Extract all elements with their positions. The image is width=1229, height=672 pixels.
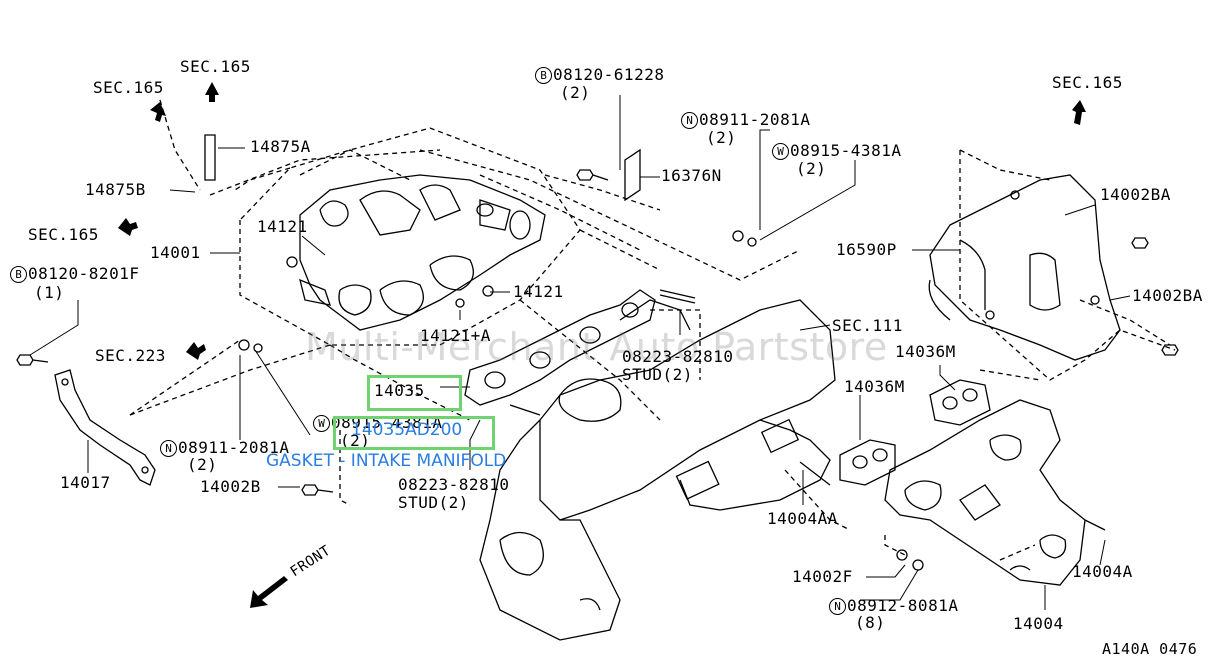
fastener-b2-code: 08120-61228 bbox=[553, 65, 665, 84]
stud-1-label: STUD(2) bbox=[622, 365, 693, 384]
fastener-b1-qty: (1) bbox=[34, 283, 65, 302]
sec-223-label[interactable]: SEC.223 bbox=[95, 346, 166, 365]
highlight-box-14035[interactable] bbox=[367, 375, 462, 411]
part-14004A-label[interactable]: 14004A bbox=[1072, 562, 1133, 581]
highlight-box-part-number[interactable] bbox=[333, 416, 495, 450]
bracket-14017-shape bbox=[54, 369, 156, 486]
highlighted-part-number[interactable]: 14035AD200 bbox=[351, 420, 463, 440]
section-arrows bbox=[118, 82, 1086, 608]
heat-shield-shape bbox=[928, 174, 1121, 361]
part-14036M-label-b[interactable]: 14036M bbox=[844, 377, 905, 396]
fastener-n1-qty: (2) bbox=[706, 128, 737, 147]
sec-165-label-top[interactable]: SEC.165 bbox=[180, 57, 251, 76]
bolt-b-badge: B bbox=[535, 67, 552, 84]
part-14017-label[interactable]: 14017 bbox=[60, 473, 111, 492]
part-14001-label[interactable]: 14001 bbox=[150, 243, 201, 262]
washer-w-badge: W bbox=[772, 143, 789, 160]
exhaust-manifold-shape bbox=[884, 399, 1086, 586]
fastener-b2-qty: (2) bbox=[560, 83, 591, 102]
nut-n-badge: N bbox=[160, 440, 177, 457]
highlighted-part-description: GASKET - INTAKE MANIFOLD bbox=[266, 451, 507, 471]
part-14875B-label[interactable]: 14875B bbox=[85, 180, 146, 199]
intake-manifold-outline bbox=[239, 127, 581, 346]
sec-165-label-right[interactable]: SEC.165 bbox=[1052, 73, 1123, 92]
stud-2-label: STUD(2) bbox=[398, 493, 469, 512]
sec-165-label-left[interactable]: SEC.165 bbox=[93, 78, 164, 97]
assembly-dashed-lines bbox=[129, 99, 1176, 561]
part-14121-label-b[interactable]: 14121 bbox=[513, 282, 564, 301]
part-14875A-label[interactable]: 14875A bbox=[250, 137, 311, 156]
watermark-text: Multi-Merchant Auto Partstore bbox=[305, 325, 888, 369]
fastener-w2-qty: (2) bbox=[340, 431, 371, 450]
gasket-14035-shape bbox=[464, 289, 656, 406]
fastener-shapes bbox=[16, 134, 1179, 571]
fastener-n2-qty: (2) bbox=[187, 455, 218, 474]
fastener-n2-code: 08911-2081A bbox=[178, 438, 290, 457]
washer-w-badge: W bbox=[313, 415, 330, 432]
leader-lines bbox=[29, 95, 1131, 610]
part-16590P-label[interactable]: 16590P bbox=[836, 240, 897, 259]
part-14004-label[interactable]: 14004 bbox=[1013, 614, 1064, 633]
part-14004AA-label[interactable]: 14004AA bbox=[767, 509, 838, 528]
nut-n-badge: N bbox=[829, 598, 846, 615]
part-14121-label-a[interactable]: 14121 bbox=[257, 217, 308, 236]
nut-n-badge: N bbox=[681, 112, 698, 129]
part-14002BA-label-a[interactable]: 14002BA bbox=[1100, 185, 1171, 204]
part-14002F-label[interactable]: 14002F bbox=[792, 567, 853, 586]
sec-165-label-lower[interactable]: SEC.165 bbox=[28, 225, 99, 244]
part-14002B-label[interactable]: 14002B bbox=[200, 477, 261, 496]
stud-2-code[interactable]: 08223-82810 bbox=[398, 475, 510, 494]
part-16376N-label[interactable]: 16376N bbox=[661, 166, 722, 185]
stud-1-code[interactable]: 08223-82810 bbox=[622, 347, 734, 366]
part-14121A-label[interactable]: 14121+A bbox=[420, 326, 491, 345]
fastener-n3-qty: (8) bbox=[855, 613, 886, 632]
intake-manifold-shape bbox=[286, 174, 546, 331]
part-14035-label[interactable]: 14035 bbox=[374, 381, 425, 400]
fastener-n1-code: 08911-2081A bbox=[699, 110, 811, 129]
sec-111-label[interactable]: SEC.111 bbox=[832, 316, 903, 335]
part-14036M-label-a[interactable]: 14036M bbox=[895, 342, 956, 361]
part-14002BA-label-b[interactable]: 14002BA bbox=[1132, 286, 1203, 305]
bolt-b-badge: B bbox=[10, 266, 27, 283]
fastener-b1-code: 08120-8201F bbox=[28, 264, 140, 283]
engine-block-shape bbox=[479, 299, 836, 641]
diagram-reference-code: A140A 0476 bbox=[1102, 640, 1198, 658]
exhaust-gasket-shapes bbox=[839, 379, 991, 486]
fastener-w1-qty: (2) bbox=[796, 159, 827, 178]
fastener-n3-code: 08912-8081A bbox=[847, 596, 959, 615]
fastener-w1-code: 08915-4381A bbox=[790, 141, 902, 160]
